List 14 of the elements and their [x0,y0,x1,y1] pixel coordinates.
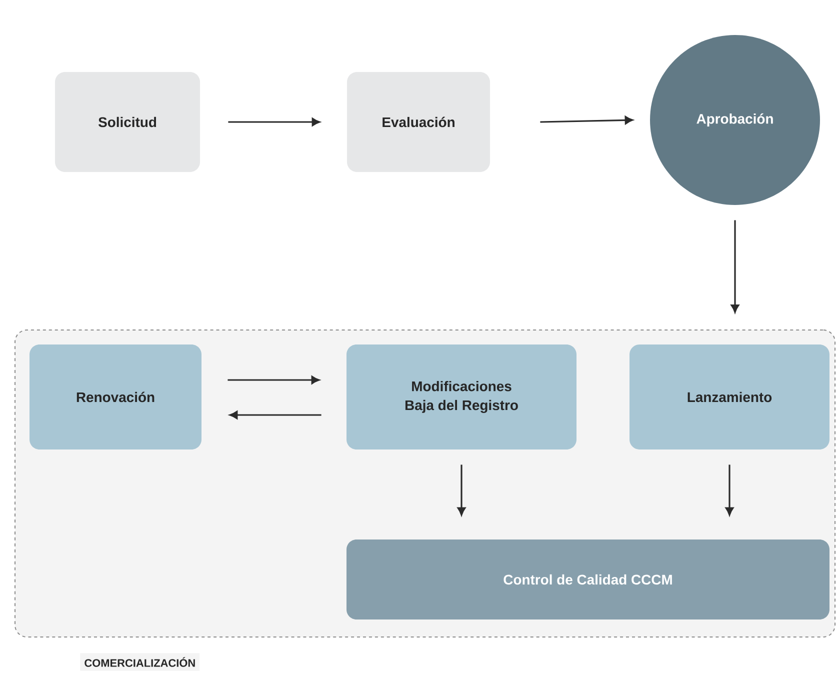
process-box: Renovación [30,344,202,450]
process-box: Lanzamiento [630,344,830,450]
arrow [730,220,740,313]
process-box: Modificaciones Baja del Registro [346,344,576,450]
arrow [725,464,734,516]
process-box: Evaluación [347,72,490,172]
arrow [228,376,320,384]
arrow [228,118,320,126]
arrow [229,410,322,420]
arrow [457,464,466,516]
process-box: Solicitud [55,72,200,172]
arrow [540,116,634,124]
group-label: COMERCIALIZACIÓN [80,653,200,671]
process-box: Control de Calidad CCCM [346,540,830,620]
